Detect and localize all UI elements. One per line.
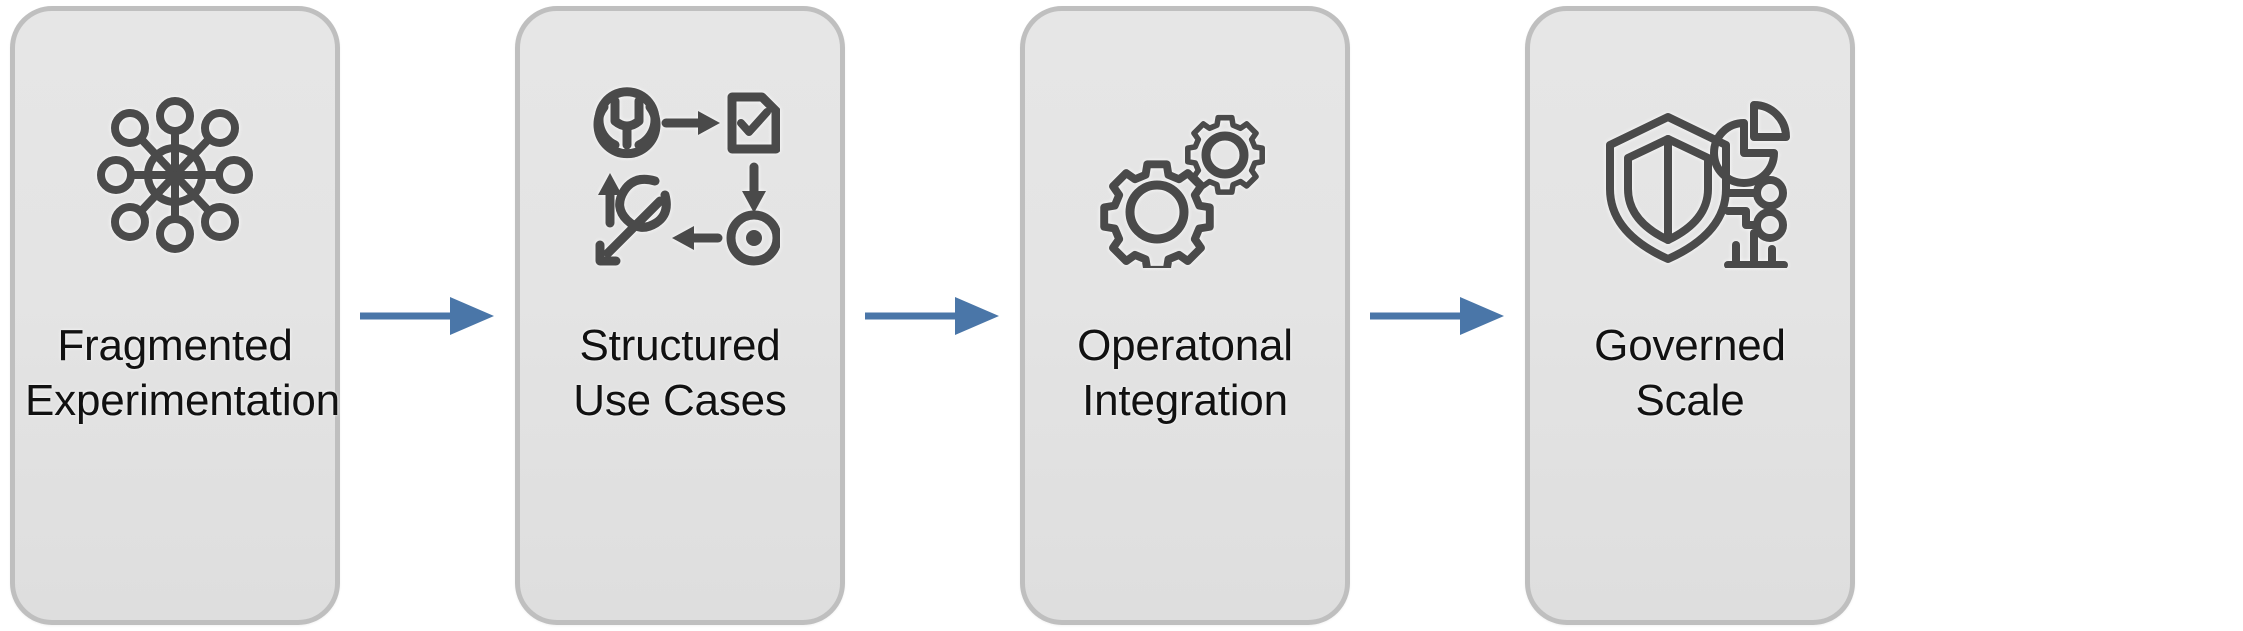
wrench-process-cycle-icon: [580, 83, 780, 268]
network-hub-nodes-icon: [80, 83, 270, 268]
stage-label-line-1: Structured: [579, 321, 781, 370]
stage-label: Fragmented Experimentation: [15, 318, 340, 429]
connector-arrow-3: [1350, 6, 1525, 625]
stage-label: Operatonal Integration: [1025, 318, 1345, 429]
connector-arrow-2: [845, 6, 1020, 625]
shield-analytics-icon: [1588, 83, 1793, 268]
stage-label-line-2: Integration: [1082, 376, 1288, 426]
stage-label-line-2: Scale: [1635, 376, 1745, 426]
arrow-right-icon: [359, 296, 494, 335]
stage-card-governed-scale[interactable]: Governed Scale: [1525, 6, 1855, 625]
stage-card-operational-integration[interactable]: Operatonal Integration: [1020, 6, 1350, 625]
stage-card-structured-use-cases[interactable]: Structured Use Cases: [515, 6, 845, 625]
arrow-right-icon: [864, 296, 999, 335]
stage-label-line-2: Experimentation: [25, 376, 340, 426]
connector-arrow-1: [340, 6, 515, 625]
canvas-left-padding: [0, 311, 10, 321]
stage-label-line-1: Operatonal: [1077, 321, 1293, 370]
stage-card-fragmented-experimentation[interactable]: Fragmented Experimentation: [10, 6, 340, 625]
stage-label: Structured Use Cases: [520, 318, 840, 429]
stage-label-line-1: Fragmented: [57, 321, 293, 370]
stage-label: Governed Scale: [1530, 318, 1850, 429]
arrow-right-icon: [1369, 296, 1504, 335]
stage-label-line-2: Use Cases: [573, 376, 787, 426]
stage-label-line-1: Governed: [1594, 321, 1786, 370]
canvas-right-padding: [1855, 311, 1869, 321]
two-gears-icon: [1085, 83, 1285, 268]
